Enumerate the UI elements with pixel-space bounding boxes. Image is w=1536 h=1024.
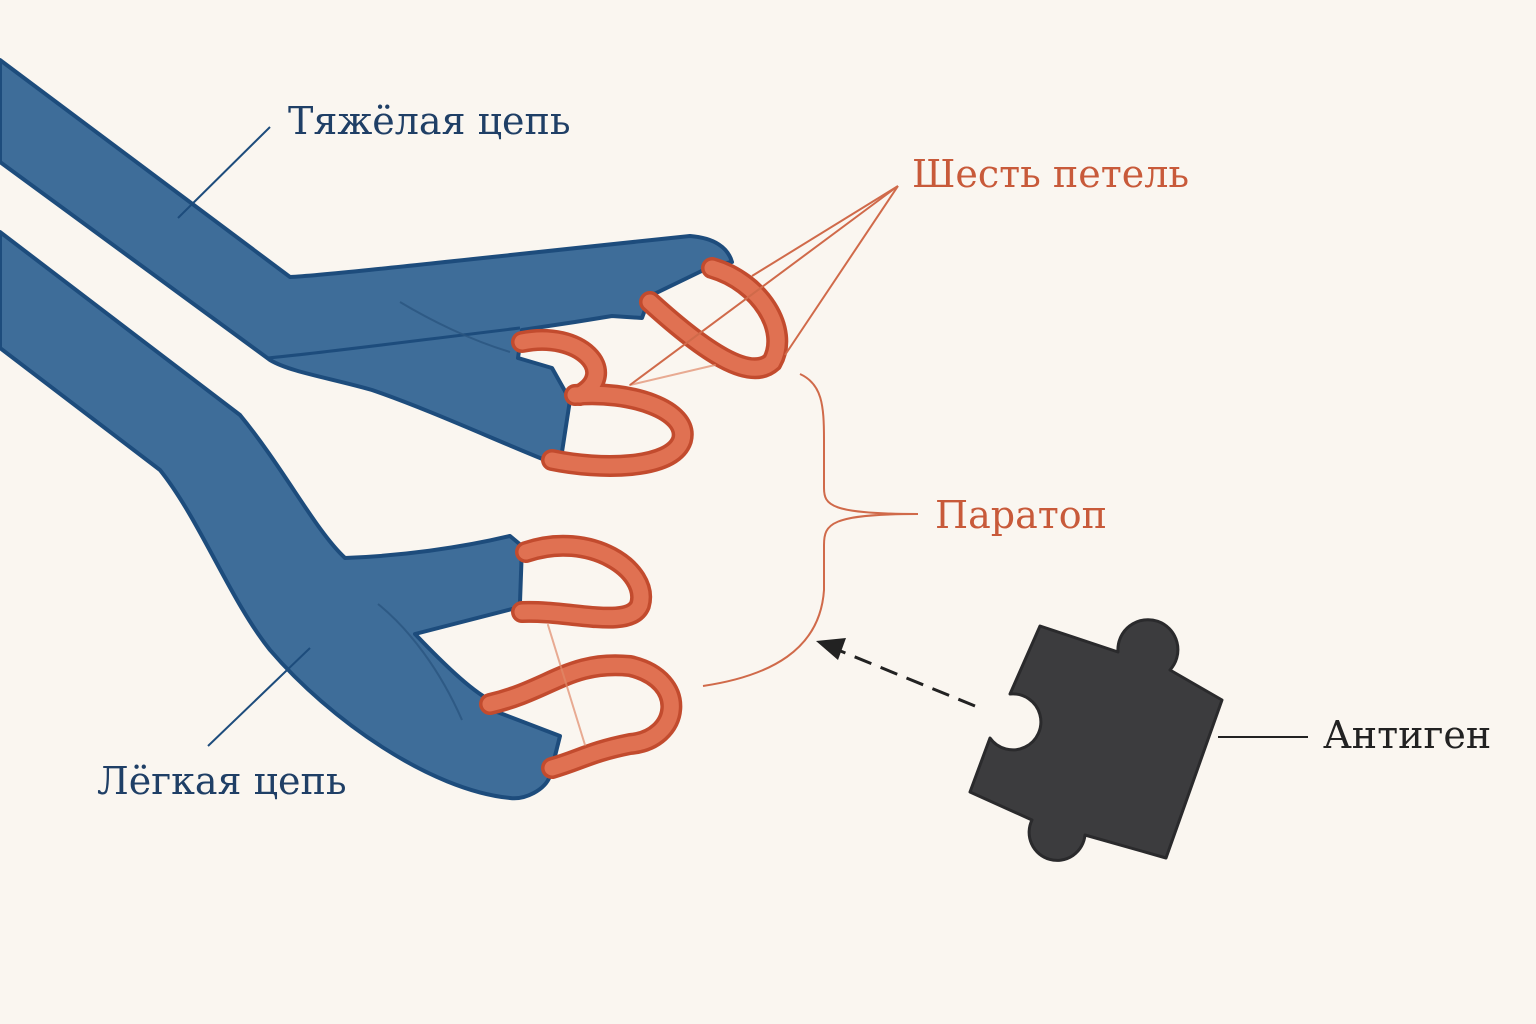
leader-lines (177, 126, 1308, 747)
loop-2 (514, 332, 604, 403)
heavy-chain-label: Тяжёлая цепь (288, 99, 571, 143)
light-chain-crease (377, 603, 463, 721)
loop-5 (482, 657, 679, 776)
heavy-chain-body (0, 58, 734, 462)
approach-arrow (816, 638, 976, 708)
loop-4 (514, 538, 649, 626)
light-chain (0, 230, 562, 801)
loop-3 (544, 386, 691, 474)
heavy-chain-crease (399, 301, 511, 353)
heavy-chain-fold-line (267, 326, 521, 360)
paratope-label: Паратоп (935, 493, 1108, 537)
approach-arrow-line (837, 648, 976, 708)
heavy-chain-leader (177, 126, 271, 219)
light-chain-body (0, 230, 562, 801)
six-loops-label: Шесть петель (912, 152, 1190, 196)
loops-leader-1 (629, 185, 899, 386)
approach-arrow-head (816, 638, 846, 660)
loop-connector-1 (629, 364, 716, 386)
antigen-label: Антиген (1323, 713, 1492, 757)
loops-leader-3 (784, 185, 899, 356)
paratope-brace (702, 373, 919, 687)
loops (479, 257, 789, 779)
loops-leader-2 (751, 185, 899, 277)
loop-1 (642, 260, 785, 376)
light-chain-label: Лёгкая цепь (97, 759, 347, 803)
antigen-puzzle-piece (968, 618, 1224, 862)
light-chain-leader (207, 647, 311, 747)
loop-connector-2 (547, 624, 586, 746)
heavy-chain (0, 58, 734, 462)
